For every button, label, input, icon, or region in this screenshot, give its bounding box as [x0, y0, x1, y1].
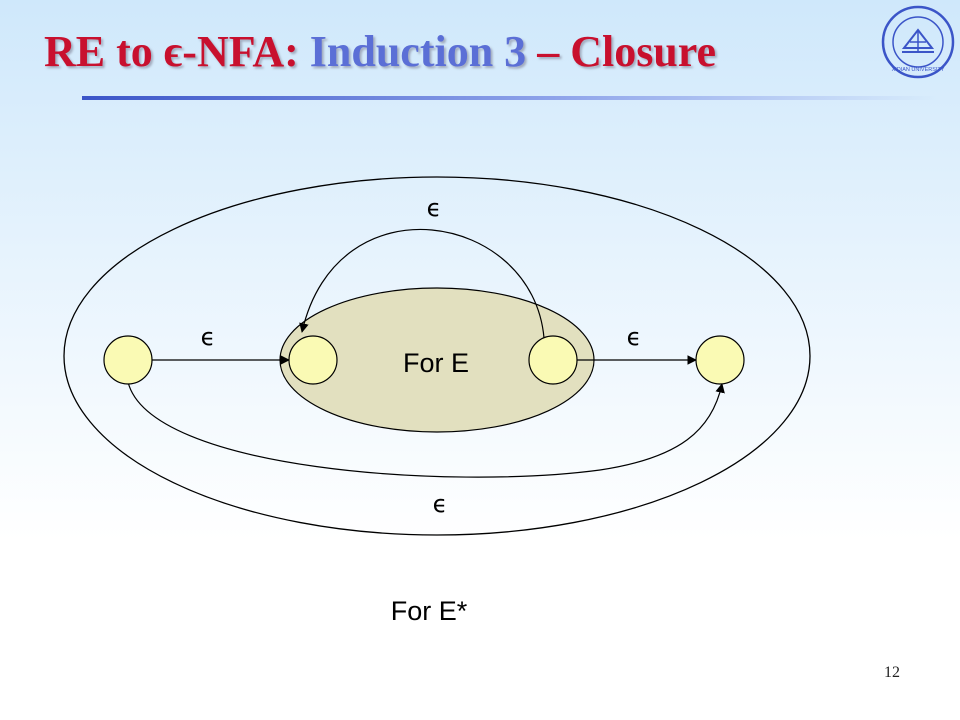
epsilon-arc-bottom — [127, 381, 725, 478]
university-seal-icon: XIDIAN UNIVERSITY — [881, 5, 955, 79]
outer-ellipse-label: For E* — [391, 596, 468, 626]
page-number: 12 — [884, 664, 900, 681]
epsilon-label-left: ϵ — [201, 323, 216, 351]
logo-text: XIDIAN UNIVERSITY — [892, 67, 945, 73]
title-part-re-to-enfa: RE to ϵ-NFA: — [44, 27, 310, 76]
e-accept-state — [528, 335, 578, 385]
epsilon-label-top: ϵ — [427, 194, 442, 222]
epsilon-arc-top — [299, 228, 545, 339]
epsilon-label-right: ϵ — [627, 323, 642, 351]
e-start-state — [288, 335, 338, 385]
slide-title: RE to ϵ-NFA: Induction 3 – Closure — [44, 30, 716, 74]
title-part-closure: – Closure — [526, 27, 717, 76]
outer-ellipse-e-star — [63, 176, 811, 536]
new-accept-state — [695, 335, 745, 385]
inner-ellipse-label: For E — [403, 348, 469, 378]
new-start-state — [103, 335, 153, 385]
title-part-induction: Induction 3 — [309, 27, 527, 76]
title-underline — [82, 96, 938, 100]
epsilon-label-bottom: ϵ — [433, 490, 448, 518]
